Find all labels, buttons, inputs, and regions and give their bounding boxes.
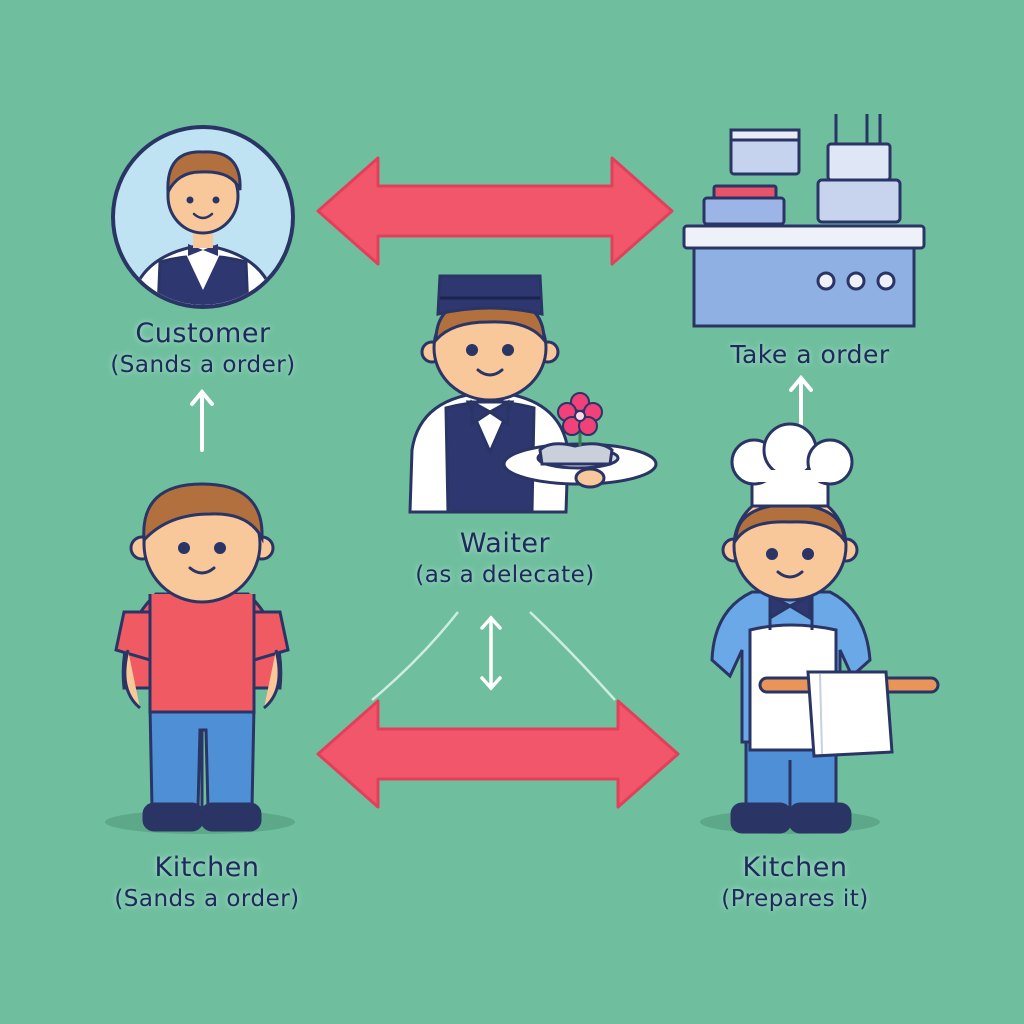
kitchen-counter-icon [682,114,926,328]
bottom-double-arrow-icon [316,699,680,809]
up-arrow-left-icon [190,388,214,452]
up-down-arrow-icon [480,615,502,691]
top-double-arrow-icon [316,156,674,266]
kitchen-right-title: Kitchen [742,852,848,883]
kitchen-left-label: Kitchen (Sands a order) [72,852,342,914]
kitchen-right-subtitle: (Prepares it) [721,886,869,912]
waiter-label: Waiter (as a delecate) [380,528,630,590]
kitchen-left-subtitle: (Sands a order) [114,886,300,912]
customer-label: Customer (Sands a order) [88,318,318,380]
up-arrow-right-icon [789,374,813,432]
customer-subtitle: (Sands a order) [110,352,296,378]
take-order-label: Take a order [690,340,930,370]
customer-avatar-icon [111,125,295,309]
kitchen-left-title: Kitchen [154,852,260,883]
kitchen-right-label: Kitchen (Prepares it) [690,852,900,914]
waiter-subtitle: (as a delecate) [415,562,595,588]
flower-icon [557,392,603,446]
chef-icon [700,422,940,834]
waiter-title: Waiter [459,528,551,559]
waiter-icon [408,274,658,514]
person-icon [105,482,295,834]
connector-lines [371,611,616,701]
customer-title: Customer [135,318,271,349]
take-order-title: Take a order [730,340,890,369]
